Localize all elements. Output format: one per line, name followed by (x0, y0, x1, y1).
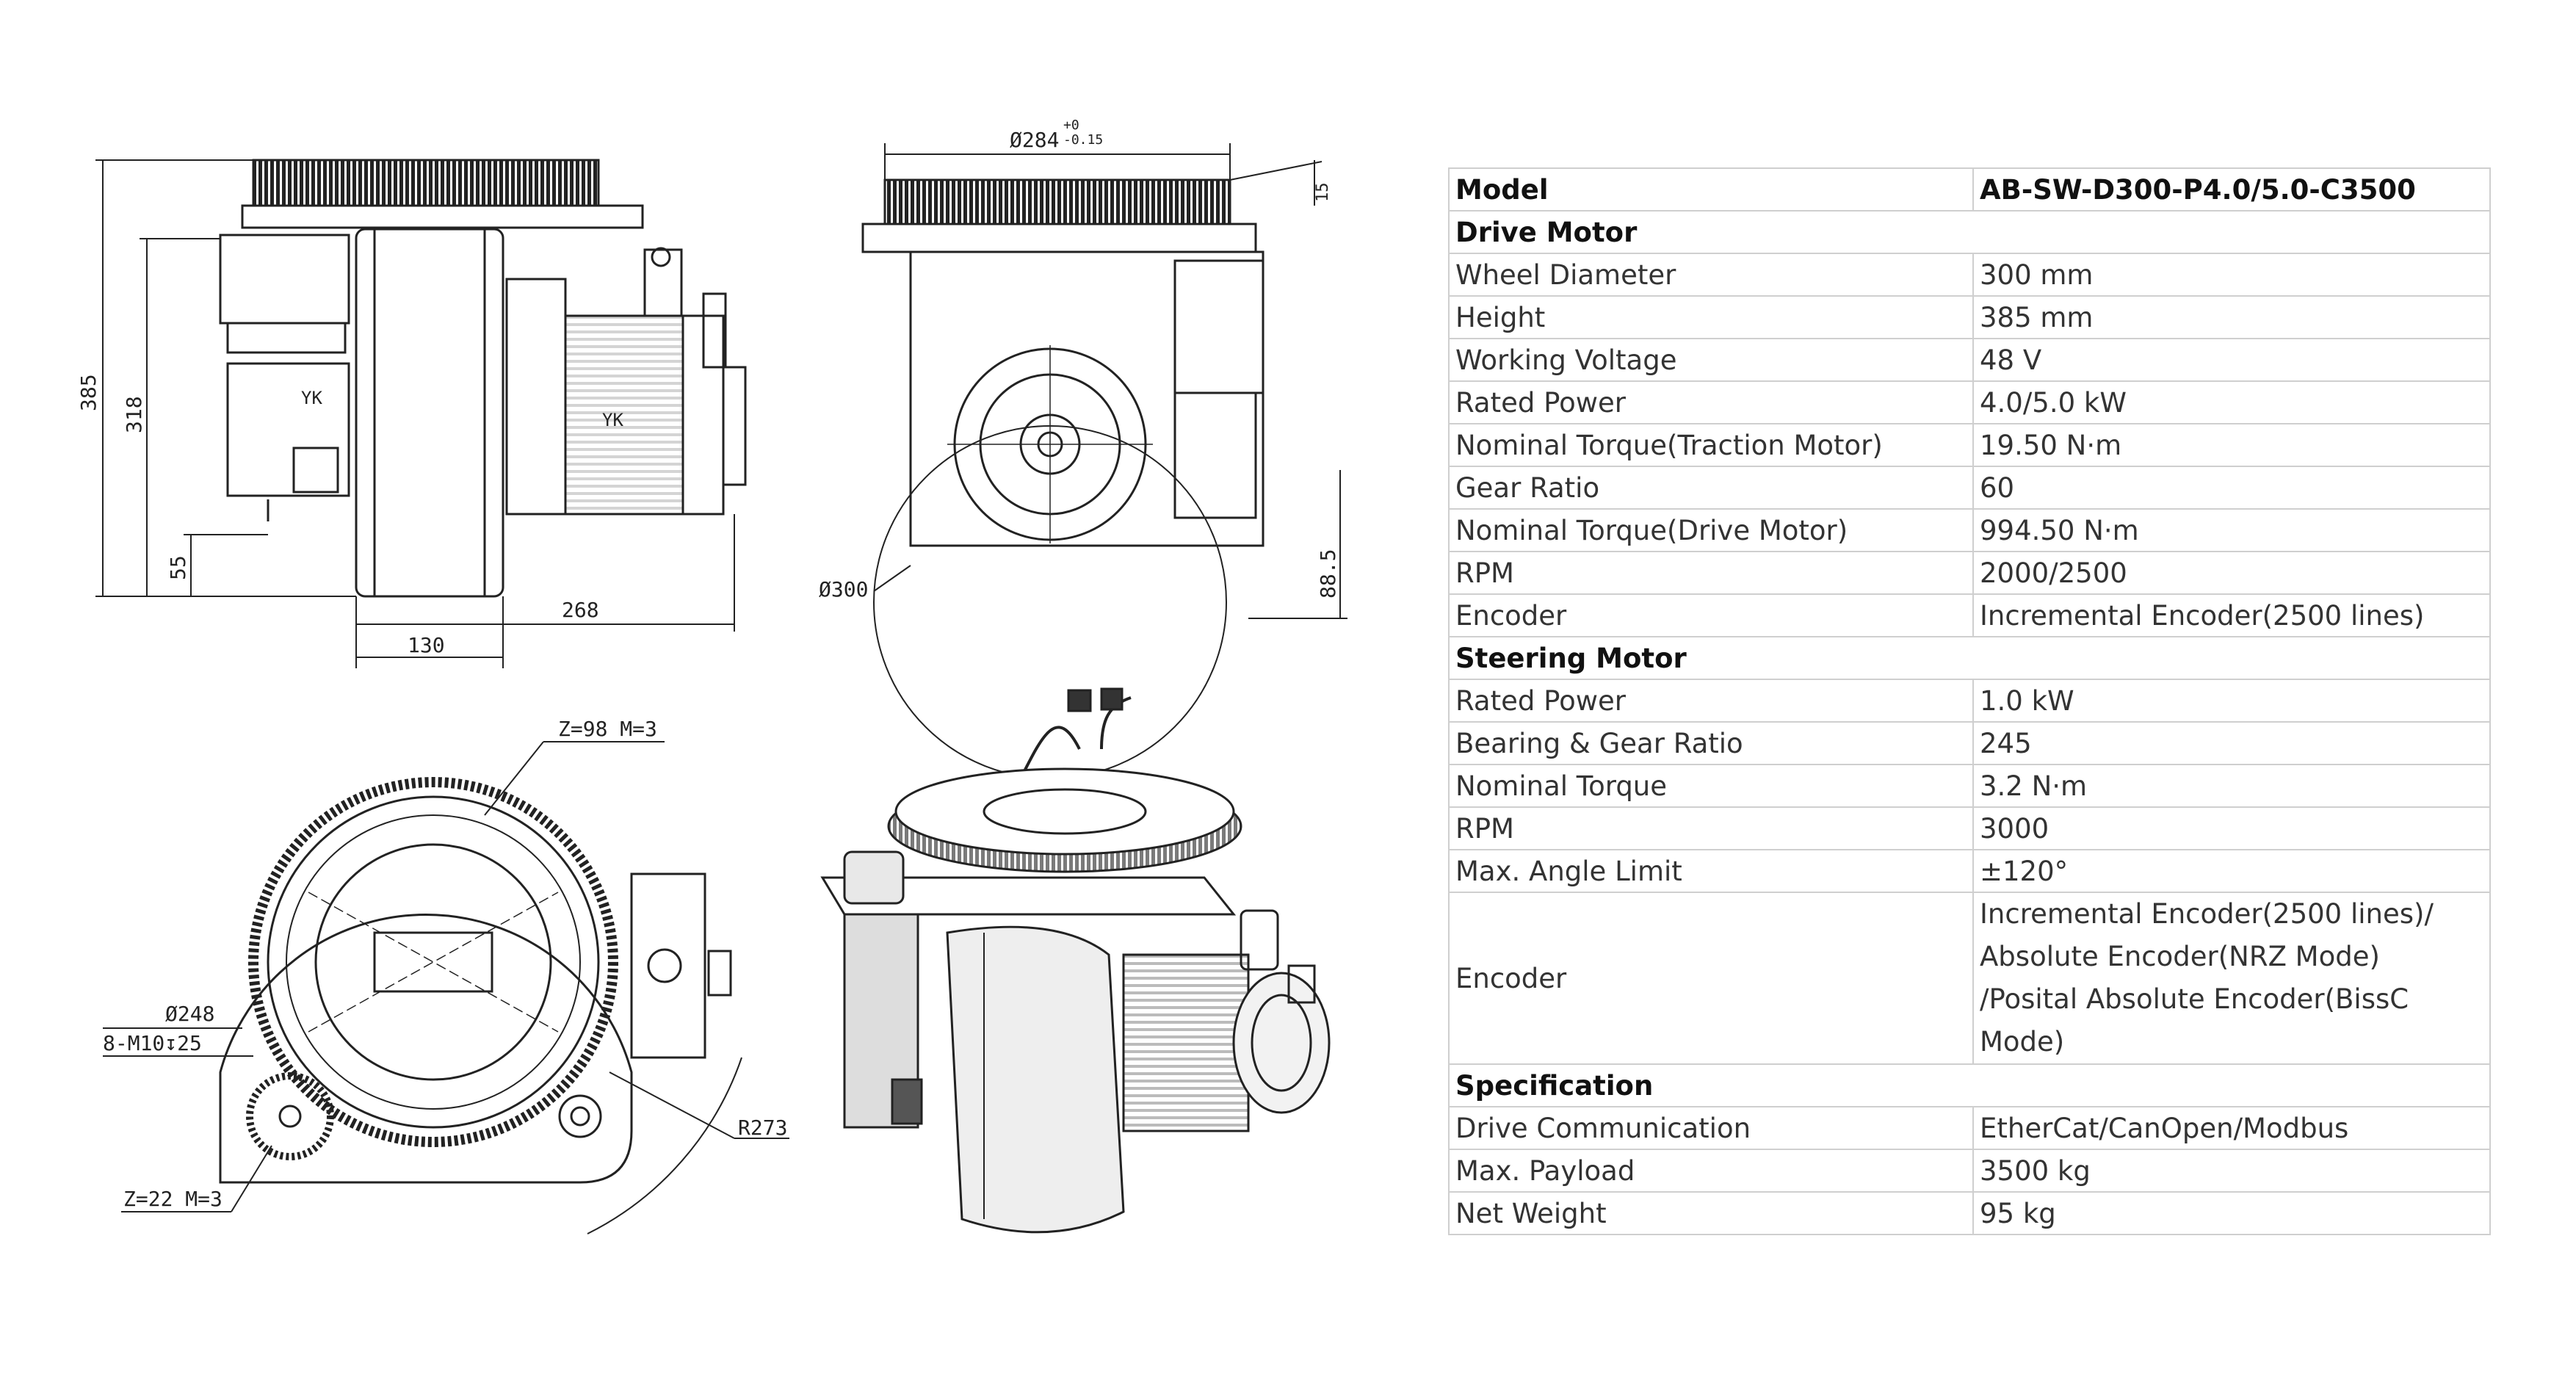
table-row: Max. Angle Limit±120° (1448, 849, 2491, 893)
encoder-option: Absolute Encoder(NRZ Mode) (1980, 941, 2380, 972)
dim-r273: R273 (738, 1116, 787, 1140)
row-key: Nominal Torque(Drive Motor) (1448, 508, 1974, 552)
dim-55: 55 (166, 555, 190, 580)
dim-gear-z98: Z=98 M=3 (558, 717, 657, 741)
row-value: 19.50 N·m (1972, 423, 2491, 467)
row-value: 3000 (1972, 806, 2491, 850)
model-key: Model (1448, 167, 1974, 212)
dim-tol-lower: -0.15 (1063, 132, 1103, 148)
row-value: 48 V (1972, 338, 2491, 382)
row-key: Net Weight (1448, 1191, 1974, 1235)
dim-bolt-pattern: 8-M10↧25 (103, 1031, 202, 1055)
row-key: Max. Payload (1448, 1149, 1974, 1193)
row-key: Max. Angle Limit (1448, 849, 1974, 893)
row-key: RPM (1448, 551, 1974, 595)
top-view-labels: Z=98 M=3 Ø248 8-M10↧25 R273 Z=22 M=3 (103, 717, 787, 1211)
row-value: 994.50 N·m (1972, 508, 2491, 552)
dim-phi248: Ø248 (165, 1002, 214, 1026)
model-row: Model AB-SW-D300-P4.0/5.0-C3500 (1448, 167, 2491, 212)
section-title: Steering Motor (1448, 636, 2491, 680)
product-isometric-drawing (820, 687, 1331, 1234)
technical-drawings: 385 318 55 268 130 YK YK (76, 118, 1347, 1235)
encoder-option: /Posital Absolute Encoder(BissC Mode) (1980, 983, 2409, 1058)
row-value: ±120° (1972, 849, 2491, 893)
section-header-specification: Specification (1448, 1063, 2491, 1107)
row-key: Rated Power (1448, 380, 1974, 424)
side-view-labels: 385 318 55 268 130 YK YK (76, 374, 623, 657)
row-key: Gear Ratio (1448, 466, 1974, 510)
row-value: 245 (1972, 721, 2491, 765)
row-key: Working Voltage (1448, 338, 1974, 382)
model-value: AB-SW-D300-P4.0/5.0-C3500 (1972, 167, 2491, 212)
row-value: 3500 kg (1972, 1149, 2491, 1193)
row-key: Encoder (1448, 892, 1974, 1065)
row-value: 60 (1972, 466, 2491, 510)
row-value: 385 mm (1972, 295, 2491, 339)
dim-88-5: 88.5 (1316, 549, 1340, 599)
dim-tol-upper: +0 (1063, 118, 1079, 133)
section-header-steering-motor: Steering Motor (1448, 636, 2491, 680)
row-value: Incremental Encoder(2500 lines)/ Absolut… (1972, 892, 2491, 1065)
row-key: Bearing & Gear Ratio (1448, 721, 1974, 765)
row-key: Wheel Diameter (1448, 253, 1974, 297)
top-view-drawing (103, 741, 789, 1235)
dim-phi300: Ø300 (819, 577, 868, 601)
row-value: 95 kg (1972, 1191, 2491, 1235)
section-title: Drive Motor (1448, 210, 2491, 254)
table-row: Nominal Torque(Traction Motor)19.50 N·m (1448, 423, 2491, 467)
front-view-drawing (861, 143, 1347, 779)
front-view-labels: Ø284 +0 -0.15 15 Ø300 88.5 (819, 118, 1340, 601)
table-row: Encoder Incremental Encoder(2500 lines)/… (1448, 892, 2491, 1065)
row-value: EtherCat/CanOpen/Modbus (1972, 1106, 2491, 1150)
dim-gear-z22: Z=22 M=3 (123, 1187, 222, 1211)
row-key: Drive Communication (1448, 1106, 1974, 1150)
section-header-drive-motor: Drive Motor (1448, 210, 2491, 254)
row-value: 1.0 kW (1972, 679, 2491, 723)
row-value: 4.0/5.0 kW (1972, 380, 2491, 424)
row-key: RPM (1448, 806, 1974, 850)
encoder-option: Incremental Encoder(2500 lines)/ (1980, 898, 2434, 930)
row-value: 300 mm (1972, 253, 2491, 297)
row-key: Height (1448, 295, 1974, 339)
row-key: Rated Power (1448, 679, 1974, 723)
section-title: Specification (1448, 1063, 2491, 1107)
row-key: Nominal Torque (1448, 764, 1974, 808)
dim-130: 130 (408, 633, 445, 657)
dim-318: 318 (122, 396, 146, 433)
motor-label-drive: YK (602, 410, 623, 430)
dim-15: 15 (1314, 183, 1332, 203)
row-value: Incremental Encoder(2500 lines) (1972, 593, 2491, 637)
table-row: Nominal Torque(Drive Motor)994.50 N·m (1448, 508, 2491, 552)
dim-385: 385 (76, 374, 101, 411)
spec-table: Model AB-SW-D300-P4.0/5.0-C3500 Drive Mo… (1448, 167, 2491, 1235)
dim-268: 268 (562, 598, 599, 622)
row-key: Nominal Torque(Traction Motor) (1448, 423, 1974, 467)
dim-phi284: Ø284 (1010, 128, 1059, 152)
row-value: 3.2 N·m (1972, 764, 2491, 808)
side-view-drawing (95, 159, 747, 668)
row-value: 2000/2500 (1972, 551, 2491, 595)
row-key: Encoder (1448, 593, 1974, 637)
motor-label-steering: YK (301, 388, 322, 408)
